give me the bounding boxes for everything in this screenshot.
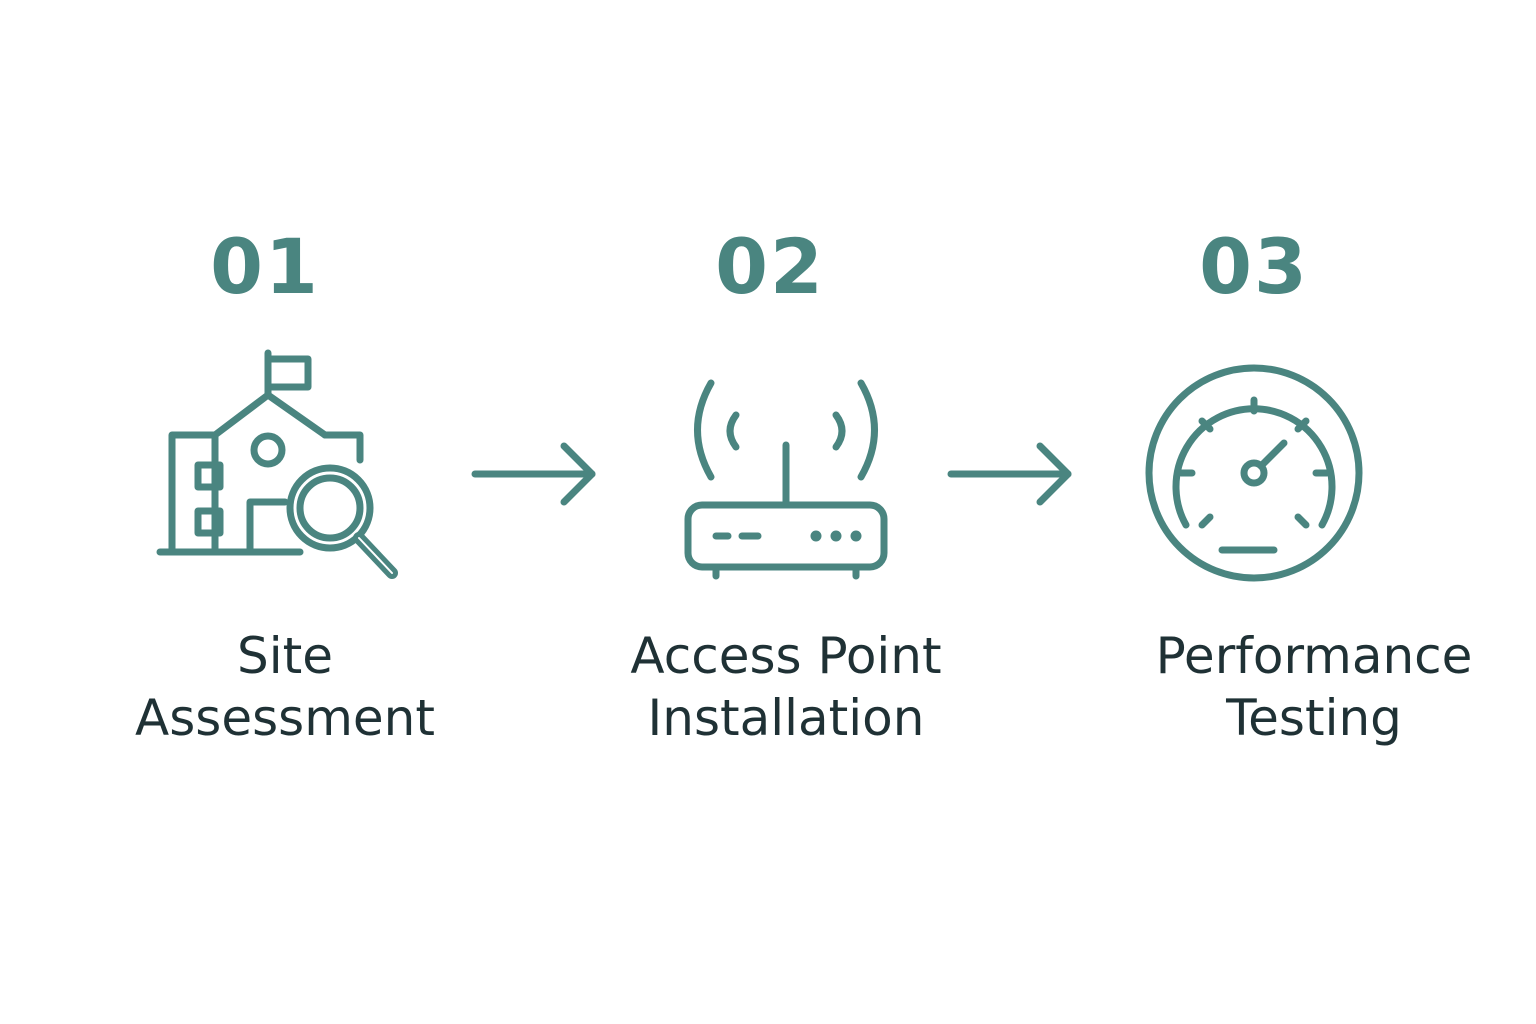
step-number: 02 bbox=[715, 222, 825, 311]
step-icon-container bbox=[576, 345, 996, 595]
step-label-line: Installation bbox=[647, 689, 925, 747]
arrow-right-icon bbox=[471, 442, 596, 506]
step-label: Access Point Installation bbox=[576, 625, 996, 749]
speedometer-icon bbox=[1145, 364, 1363, 582]
step-label-line: Testing bbox=[1226, 689, 1402, 747]
step-number: 03 bbox=[1199, 222, 1309, 311]
step-icon-container bbox=[1054, 345, 1474, 595]
step-performance-testing: 03 Performance Testing bbox=[1054, 0, 1474, 1024]
building-magnifier-icon bbox=[156, 349, 398, 579]
arrow-right-icon bbox=[947, 442, 1072, 506]
step-label-line: Site bbox=[237, 627, 333, 685]
step-label: Site Assessment bbox=[75, 625, 495, 749]
wifi-router-icon bbox=[684, 379, 888, 580]
step-label-line: Assessment bbox=[135, 689, 435, 747]
step-label-line: Performance bbox=[1155, 627, 1473, 685]
step-label: Performance Testing bbox=[1104, 625, 1524, 749]
step-icon-container bbox=[70, 345, 490, 595]
step-label-line: Access Point bbox=[630, 627, 942, 685]
step-number: 01 bbox=[210, 222, 320, 311]
step-site-assessment: 01 bbox=[70, 0, 490, 1024]
step-access-point-installation: 02 Access Point Installation bbox=[576, 0, 996, 1024]
